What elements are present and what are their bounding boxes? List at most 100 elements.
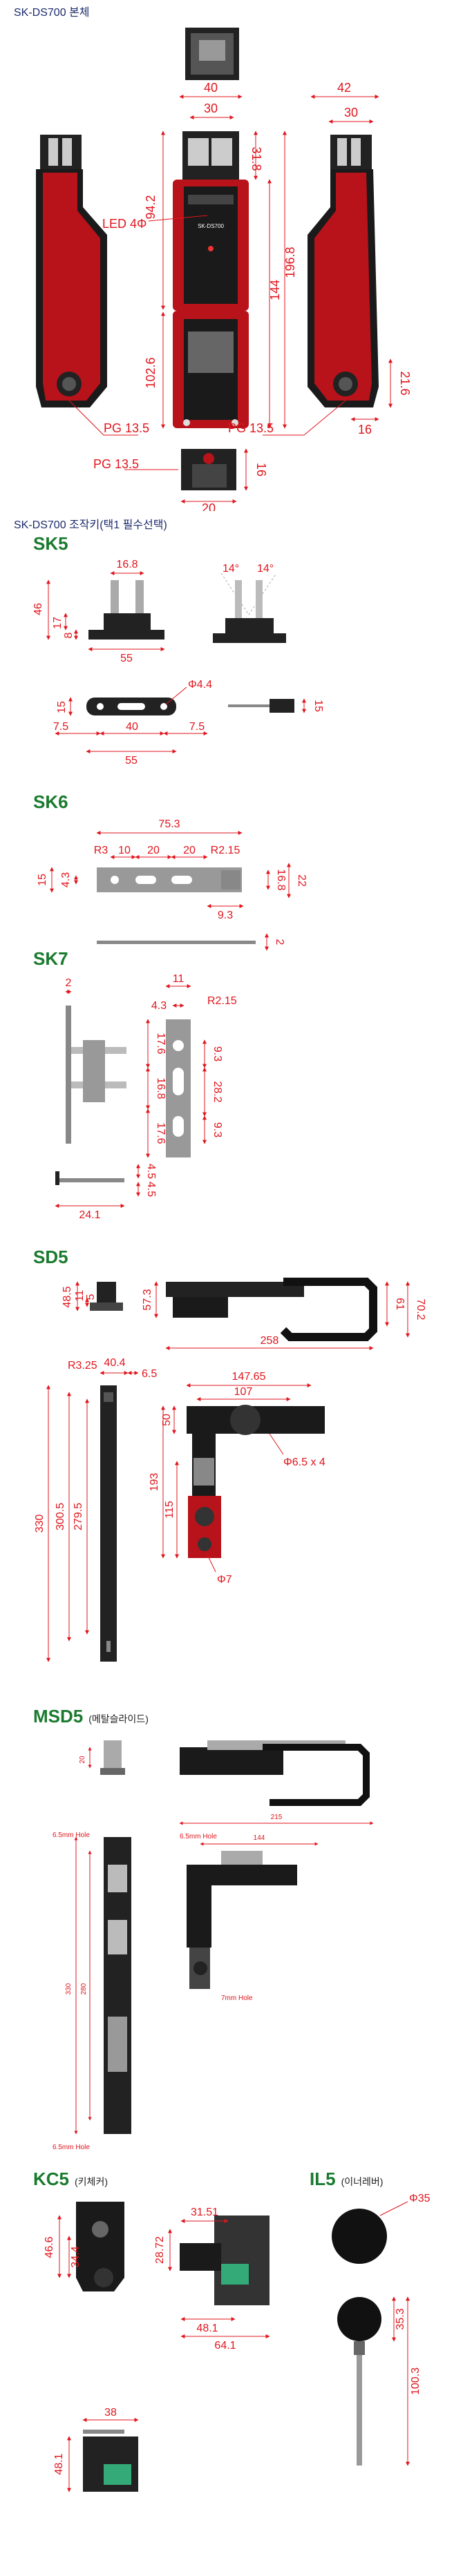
dim-30b: 30 [344,106,358,119]
sk7-dim-4-5b: 4.5 [145,1182,157,1197]
section-sk5: SK5 [33,533,68,554]
il5-dim-100-3: 100.3 [410,2367,422,2395]
front-view: SK-DS700 [173,131,249,428]
pg-label-2: PG 13.5 [228,421,274,435]
kc5-dim-38: 38 [104,2407,117,2419]
sk5-dim-15: 15 [56,701,68,713]
sd5-dim-300-5: 300.5 [55,1503,66,1530]
body-title: SK-DS700 본체 [14,7,90,19]
msd5-dim-280: 280 [80,1983,88,1995]
sk5-dim-15b: 15 [312,700,324,712]
dim-40: 40 [204,81,218,95]
sd5-drawing: 48.5 11 5 57.3 61 70.2 258 R3.25 40.4 6.… [34,1278,426,1662]
sk5-dim-55: 55 [120,653,133,664]
sk5-dim-7-5b: 7.5 [189,721,205,733]
kc5-dim-34-4: 34.4 [70,2246,82,2267]
dim-102-6: 102.6 [144,357,158,388]
kc5-drawing: 46.6 34.4 31.51 28.72 48.1 64.1 38 48.1 [44,2202,270,2492]
kc5-dim-46-6: 46.6 [44,2236,55,2258]
sk7-drawing: 2 11 4.3 R2.15 17.6 16.8 17.6 9.3 28.2 9… [55,973,237,1221]
sk5-phi: Φ4.4 [188,679,212,691]
dim-30: 30 [204,102,218,115]
body-drawing: SK-DS700 [36,28,412,511]
sd5-side-small [90,1282,123,1311]
dim-21-6: 21.6 [398,371,412,395]
sd5-dim-115: 115 [164,1501,176,1519]
sk5-side-plate [228,699,294,713]
sk5-bottom-plate [86,698,176,715]
sd5-dim-50: 50 [161,1414,173,1426]
section-il5: IL5(이너레버) [310,2169,384,2189]
msd5-small-side [100,1740,125,1775]
sk7-dim-2: 2 [66,977,72,989]
msd5-dim-330: 330 [65,1983,73,1995]
sk6-dim-9-3: 9.3 [218,910,233,921]
msd5-hole-2: 6.5mm Hole [180,1833,217,1840]
section-sk7: SK7 [33,948,68,969]
dim-16: 16 [358,423,372,436]
sd5-dim-107: 107 [234,1386,253,1398]
sd5-phi6-5: Φ6.5 x 4 [283,1457,325,1468]
right-side-profile [308,135,379,407]
sk7-dim-9-3b: 9.3 [211,1122,223,1137]
sk7-side [166,1019,191,1157]
left-side-profile [36,135,107,407]
sk7-bottom [55,1171,124,1185]
sd5-dim-330: 330 [34,1515,46,1533]
sk6-dim-75-3: 75.3 [158,818,180,830]
msd5-top-handle [180,1740,370,1806]
il5-ball-top [332,2209,387,2264]
kc5-dim-64-1: 64.1 [214,2340,236,2352]
msd5-dim-144: 144 [254,1834,265,1842]
sk6-r3: R3 [94,845,108,856]
sd5-vertical-bar [100,1385,117,1662]
sk5-drawing: 16.8 46 17 8 55 14° 14° Φ4.4 15 7.5 40 7… [32,559,324,767]
msd5-dim-215: 215 [271,1814,283,1821]
sd5-dim-57-3: 57.3 [142,1289,153,1310]
sk6-r2-15: R2.15 [211,845,240,856]
sk6-dim-4-3: 4.3 [60,872,72,887]
sd5-r3-25: R3.25 [68,1360,97,1372]
sk5-dim-17: 17 [52,617,64,629]
sk6-drawing: 75.3 R3 10 20 20 R2.15 15 4.3 16.8 22 9.… [37,818,308,951]
sd5-dim-147-65: 147.65 [232,1371,266,1383]
msd5-hole-1: 6.5mm Hole [53,1832,90,1839]
sk7-dim-24-1: 24.1 [79,1209,100,1221]
sk5-front [88,580,164,640]
pg-label-1: PG 13.5 [104,421,149,435]
dim-31-8: 31.8 [249,146,263,171]
sd5-dim-48-5: 48.5 [62,1286,73,1307]
sk6-dim-20b: 20 [183,845,196,856]
msd5-hole-3: 6.5mm Hole [53,2144,90,2151]
sd5-dim-61: 61 [394,1298,406,1310]
sk5-dim-40: 40 [126,721,138,733]
sk6-dim-2: 2 [274,939,285,945]
led-label: LED 4Φ [102,217,147,231]
il5-dim-35-3: 35.3 [395,2308,406,2329]
msd5-dim-20: 20 [79,1756,86,1764]
sk6-dim-22: 22 [296,874,308,887]
sk7-dim-11: 11 [173,973,185,985]
kc5-dim-28-72: 28.72 [154,2236,166,2264]
pg-label-3: PG 13.5 [93,457,139,471]
sd5-phi7: Φ7 [217,1574,232,1586]
dim-196-8: 196.8 [283,247,297,278]
dim-42: 42 [337,81,351,95]
sk7-r2-15: R2.15 [207,995,237,1007]
sk5-dim-8: 8 [63,632,75,638]
sd5-dim-40-4: 40.4 [104,1357,125,1369]
dim-94-2: 94.2 [144,195,158,219]
sk5-dim-16-8: 16.8 [116,559,138,570]
section-sd5: SD5 [33,1247,68,1267]
sk7-dim-17-6b: 17.6 [155,1122,167,1144]
section-kc5: KC5(키체커) [33,2169,108,2189]
sk7-dim-4-3: 4.3 [151,1000,167,1012]
keys-title: SK-DS700 조작키(택1 필수선택) [14,519,167,531]
sk7-dim-16-8: 16.8 [155,1077,167,1099]
sk6-dim-10: 10 [118,845,131,856]
msd5-drawing: 20 6.5mm Hole 6.5mm Hole 6.5mm Hole 7mm … [53,1740,374,2151]
sk7-dim-17-6a: 17.6 [155,1032,167,1054]
sd5-dim-5: 5 [85,1294,97,1300]
il5-lever [337,2297,381,2466]
section-sk6: SK6 [33,791,68,812]
